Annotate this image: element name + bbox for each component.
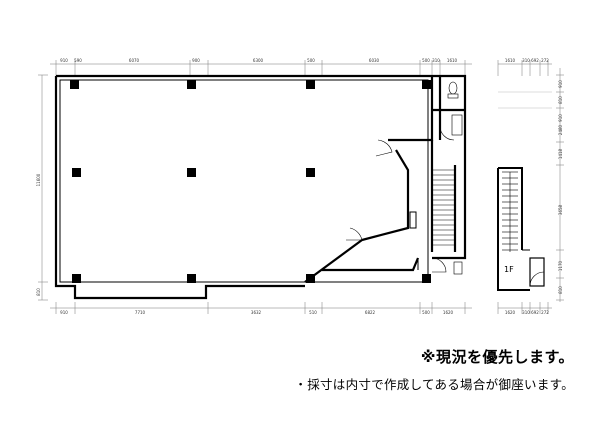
dim-top-3: 6070 (129, 58, 140, 63)
dim-side-right-2: 810 (558, 96, 563, 104)
main-floor-walls (54, 74, 467, 300)
dim-side-bottom-4: 272 (541, 310, 549, 315)
dim-top-10: 1610 (447, 58, 458, 63)
dim-bottom-6: 500 (422, 310, 430, 315)
dim-side-top-4: 272 (541, 58, 549, 63)
dim-top-5: 6300 (253, 58, 264, 63)
structural-columns (70, 80, 431, 283)
dim-bottom-5: 6822 (365, 310, 376, 315)
note-current-condition: ※現況を優先します。 (420, 348, 574, 366)
dim-side-bottom-1: 1620 (505, 310, 516, 315)
dim-top-2: 590 (74, 58, 82, 63)
floor-plan-drawing: 910 590 6070 900 6300 500 6030 500 310 1… (36, 58, 564, 315)
dim-side-right-3: 910 (558, 114, 563, 122)
staircase (432, 169, 455, 246)
door-swings (346, 125, 455, 273)
dim-side-right-8: 810 (558, 286, 563, 294)
dim-top-4: 900 (192, 58, 200, 63)
dimension-lines (38, 60, 564, 314)
dim-side-right-5: 1418 (558, 148, 563, 159)
side-stair-plan (497, 167, 545, 291)
dim-bottom-1: 910 (60, 310, 68, 315)
dim-side-bottom-2: 310 (522, 310, 530, 315)
dim-side-right-6: 3658 (558, 204, 563, 215)
floor-label: 1F (504, 265, 514, 274)
dim-bottom-4: 510 (309, 310, 317, 315)
dim-side-right-7: 1170 (558, 260, 563, 271)
dim-side-right-1: 910 (558, 80, 563, 88)
dim-top-7: 6030 (369, 58, 380, 63)
dim-side-top-1: 1610 (505, 58, 516, 63)
dim-side-right-4: 2480 (558, 124, 563, 135)
dim-bottom-2: 7710 (135, 310, 146, 315)
dimension-labels: 910 590 6070 900 6300 500 6030 500 310 1… (36, 58, 563, 315)
inner-lines (59, 79, 429, 283)
dim-bottom-7: 1620 (443, 310, 454, 315)
dim-bottom-3: 3632 (251, 310, 262, 315)
dim-top-6: 500 (307, 58, 315, 63)
note-measurement: ・採寸は内寸で作成してある場合が御座います。 (294, 377, 574, 392)
toilet-fixtures (447, 81, 463, 275)
dim-top-8: 500 (422, 58, 430, 63)
dim-side-top-2: 310 (522, 58, 530, 63)
dim-side-bottom-3: 692 (531, 310, 539, 315)
dim-left-2: 810 (36, 288, 41, 296)
dim-side-top-3: 692 (531, 58, 539, 63)
dim-top-1: 910 (60, 58, 68, 63)
dim-left-1: 11600 (36, 173, 41, 186)
dim-top-9: 310 (432, 58, 440, 63)
